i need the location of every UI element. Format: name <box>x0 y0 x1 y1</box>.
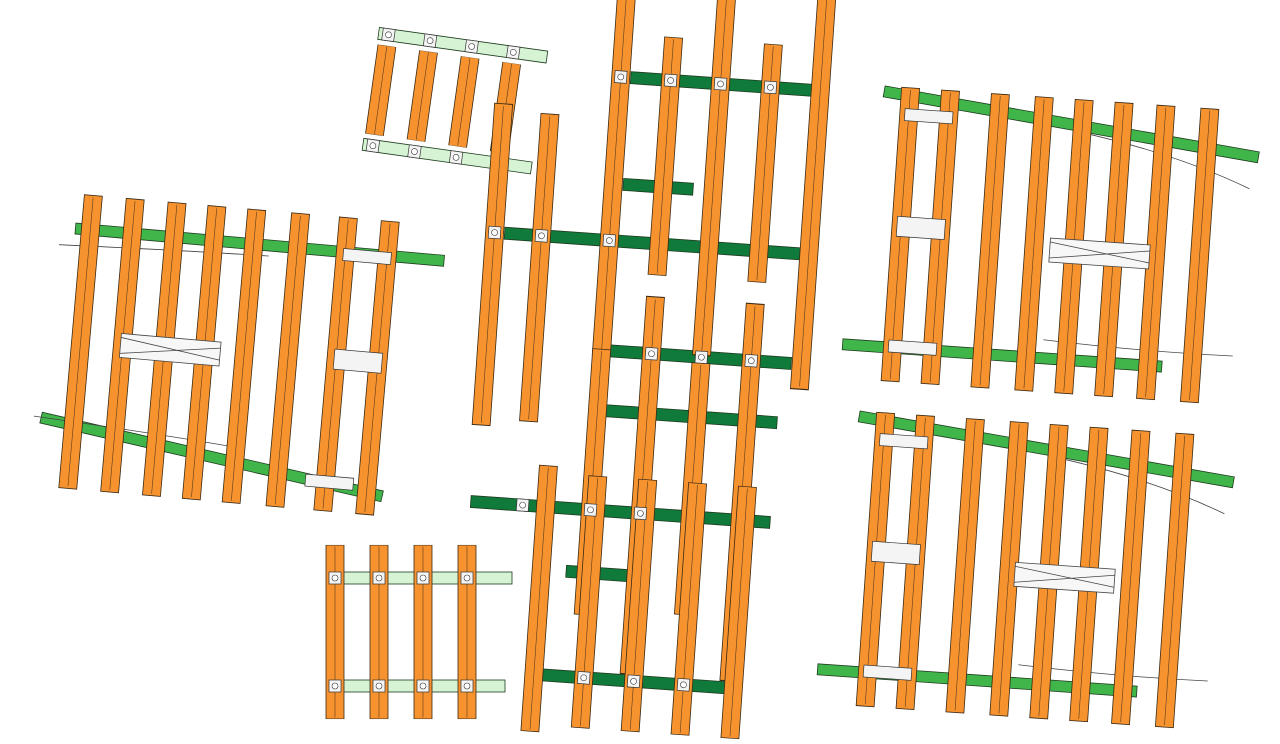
tie-plate-icon <box>332 348 384 374</box>
rail-clip-icon <box>583 503 598 517</box>
tie <box>591 0 640 357</box>
rail-clip-icon <box>663 73 678 88</box>
tie <box>448 55 480 148</box>
rail-clip-icon <box>744 353 759 368</box>
rail-clip-icon <box>626 674 641 689</box>
rail-clip-icon <box>328 679 342 693</box>
switch-frog-icon <box>1048 237 1151 270</box>
rail-clip-icon <box>464 39 479 54</box>
rail-clip-icon <box>416 679 430 693</box>
rail-clip-icon <box>460 679 474 693</box>
rail-bottom <box>361 137 533 175</box>
tie <box>265 212 310 508</box>
panel-bottom-small[interactable] <box>325 544 513 720</box>
tie <box>58 194 103 490</box>
rail-clip-icon <box>416 571 430 585</box>
rail-clip-icon <box>448 150 464 165</box>
tie <box>970 93 1010 389</box>
rail-clip-icon <box>763 80 778 95</box>
tie <box>1014 96 1054 392</box>
tie <box>945 418 985 714</box>
tie-plate-icon <box>862 664 913 681</box>
tie-plate-icon <box>895 215 946 240</box>
panel-right-top-switch[interactable] <box>840 84 1262 406</box>
tie <box>365 44 397 137</box>
tie-plate-icon <box>903 108 954 125</box>
rail-clip-icon <box>487 225 502 240</box>
rail-clip-icon <box>644 346 659 361</box>
rail-clip-icon <box>328 571 342 585</box>
tie <box>1179 107 1220 404</box>
tie-plate-icon <box>342 248 392 266</box>
rail-main-bottom <box>39 411 384 503</box>
tie <box>369 544 389 720</box>
rail-clip-icon <box>372 571 386 585</box>
tie <box>1154 432 1195 729</box>
switch-frog-icon <box>118 333 222 367</box>
rail-clip-icon <box>422 33 438 48</box>
panel-left-switch[interactable] <box>28 192 447 519</box>
rail-clip-icon <box>676 678 691 692</box>
tie <box>691 0 739 357</box>
rail-clip-icon <box>602 233 617 248</box>
rail-clip-icon <box>576 671 591 685</box>
panel-top-small[interactable] <box>361 27 549 175</box>
rail-clip-icon <box>694 350 709 364</box>
tie <box>406 50 438 143</box>
tie <box>789 0 838 391</box>
tie-plate-icon <box>304 473 355 491</box>
rail-clip-icon <box>613 70 628 84</box>
rail-clip-icon <box>534 229 549 243</box>
rail-clip-icon <box>633 506 648 521</box>
rail <box>469 495 771 529</box>
rail-clip-icon <box>460 571 474 585</box>
panel-right-bottom-switch[interactable] <box>815 409 1237 731</box>
rail-clip-icon <box>506 45 521 60</box>
rail-clip-icon <box>515 498 530 512</box>
rail-clip-icon <box>381 27 396 42</box>
rail-clip-icon <box>372 679 386 693</box>
tie-plate-icon <box>878 433 929 450</box>
tie <box>519 113 560 423</box>
rail-clip-icon <box>713 77 728 91</box>
rail-clip-icon <box>407 144 422 159</box>
rail-clip-icon <box>365 138 381 153</box>
switch-frog-icon <box>1013 561 1116 594</box>
tie <box>471 102 514 427</box>
rail-top <box>377 27 549 64</box>
tie-plate-icon <box>870 540 921 565</box>
tie <box>457 544 477 720</box>
tie <box>1111 429 1151 726</box>
panel-center-straight[interactable] <box>451 0 838 744</box>
tie-plate-icon <box>887 339 938 356</box>
tie <box>413 544 433 720</box>
tie <box>325 544 345 720</box>
